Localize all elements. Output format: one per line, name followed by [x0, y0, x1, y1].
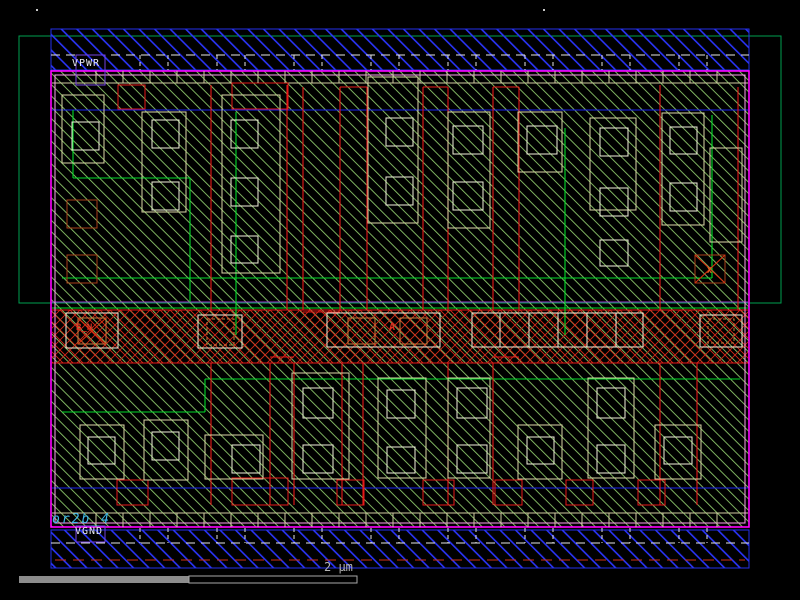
- pin-label-b-n: B_N: [76, 323, 92, 333]
- poly-contact-box: [231, 82, 289, 110]
- poly-contact-box: [231, 477, 289, 506]
- li-column: [517, 111, 563, 173]
- contact-square: [599, 187, 629, 217]
- contact-square: [456, 444, 488, 474]
- layout-shapes-layer: [18, 9, 782, 584]
- li-column: [661, 112, 705, 226]
- poly-contact-box: [422, 479, 455, 506]
- pin-label-x: X: [707, 266, 712, 275]
- contact-square: [663, 436, 693, 465]
- mid-contact: [206, 318, 235, 346]
- contact-square: [669, 126, 698, 155]
- contact-square: [526, 436, 555, 465]
- via-box: [694, 254, 726, 284]
- mid-contact: [399, 317, 428, 345]
- via-x-mark: [694, 254, 726, 284]
- contact-square: [596, 387, 626, 419]
- contact-square: [385, 176, 414, 206]
- vgnd-port-box: [75, 525, 106, 543]
- contact-square: [386, 446, 416, 474]
- poly-contact-box: [637, 479, 666, 506]
- li-column: [141, 111, 187, 213]
- vgnd-port-label: VGND: [75, 526, 103, 537]
- contact-square: [151, 181, 180, 211]
- vpwr-port-box: [75, 54, 106, 86]
- li-column: [79, 424, 125, 480]
- li-column: [447, 377, 491, 479]
- contact-square: [669, 182, 698, 212]
- contact-square: [87, 436, 116, 465]
- li-column: [291, 372, 350, 480]
- mid-contact: [77, 317, 107, 345]
- poly-contact-box: [117, 84, 146, 110]
- contact-square: [230, 235, 259, 264]
- li-column: [709, 147, 743, 243]
- contact-square: [452, 181, 484, 211]
- vpwr-port-label: VPWR: [72, 58, 100, 69]
- contact-square: [230, 119, 259, 149]
- li-column: [61, 94, 105, 164]
- cell-boundary-inner: [54, 74, 746, 524]
- contact-square: [302, 444, 334, 474]
- mid-li-box: [326, 312, 441, 348]
- ruler-tick: [543, 9, 545, 11]
- contact-square: [452, 125, 484, 155]
- contact-square: [386, 389, 416, 419]
- li-column: [143, 419, 189, 481]
- li-column: [221, 94, 281, 274]
- mid-contact: [707, 318, 735, 344]
- contact-square: [151, 119, 180, 149]
- vgnd-rail-metal: [50, 529, 750, 569]
- contact-square: [71, 121, 100, 151]
- mid-li-box: [699, 314, 743, 348]
- contact-square: [385, 117, 414, 147]
- scalebar-filled: [19, 576, 189, 583]
- ruler-tick: [36, 9, 38, 11]
- contact-square: [151, 431, 180, 461]
- mid-li-box: [197, 314, 243, 349]
- contact-square: [230, 177, 259, 207]
- scalebar-outline: [188, 575, 358, 584]
- contact-square: [302, 387, 334, 419]
- contact-square: [599, 239, 629, 267]
- poly-contact-box: [116, 479, 149, 506]
- contact-square: [456, 387, 488, 419]
- li-column: [204, 434, 264, 480]
- li-column: [589, 117, 637, 211]
- li-column: [517, 424, 563, 480]
- contact-square: [231, 444, 261, 474]
- pin-label-a: A: [389, 322, 395, 333]
- cell-diffusion-hatch: [51, 71, 749, 527]
- contact-square: [596, 444, 626, 474]
- contact-square: [526, 125, 558, 155]
- li-column: [654, 424, 702, 480]
- via-box: [66, 199, 98, 229]
- li-column: [377, 377, 427, 479]
- poly-contact-box: [494, 479, 523, 506]
- via-x-mark: [77, 317, 107, 345]
- contact-square: [599, 127, 629, 157]
- li-column: [447, 111, 491, 229]
- vpwr-rail-metal: [50, 28, 750, 71]
- scalebar-label: 2 μm: [324, 560, 353, 574]
- li-column: [587, 377, 635, 479]
- poly-contact-box: [565, 479, 594, 506]
- via-box: [66, 254, 98, 284]
- mid-contact: [347, 317, 376, 345]
- instance-name-label: or2b_4: [52, 512, 111, 527]
- mid-li-box: [65, 312, 119, 349]
- cell-boundary-outer: [50, 70, 750, 528]
- poly-contact-box: [336, 479, 365, 506]
